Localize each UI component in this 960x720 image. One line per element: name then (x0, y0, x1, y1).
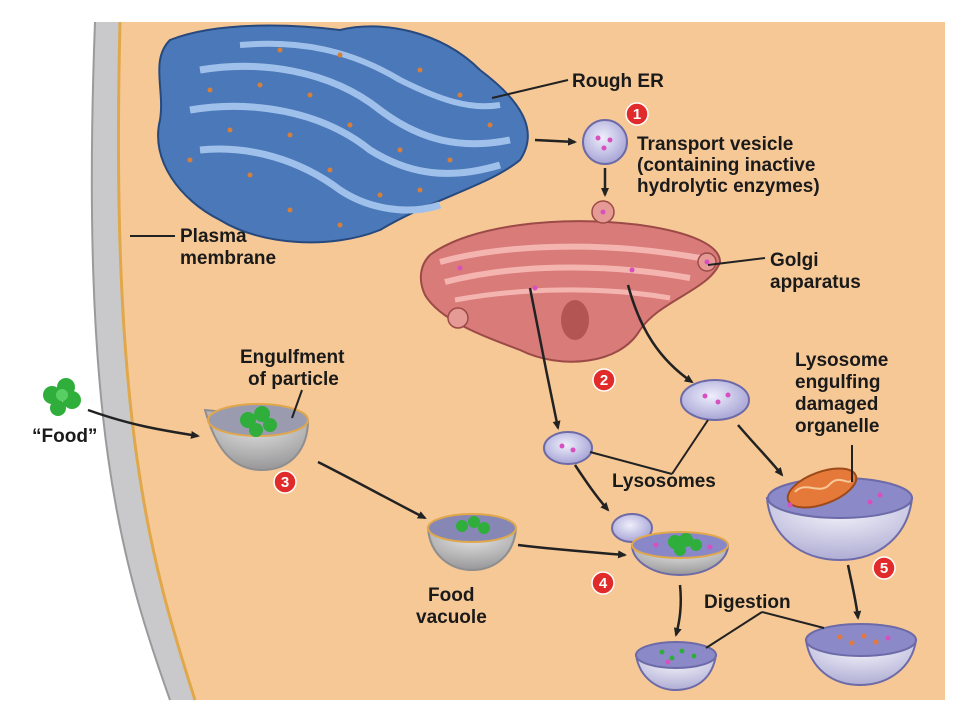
lysosomes-pointer-right (671, 419, 709, 475)
label-lysosomes: Lysosomes (612, 471, 716, 492)
fusing-lysosome-food-vacuole (611, 513, 730, 576)
label-golgi-1: Golgi (770, 250, 819, 271)
step-number-4: 4 (599, 575, 608, 592)
arrow-er-to-vesicle (534, 137, 577, 146)
arrow-fusion-to-digestion (673, 584, 683, 637)
golgi-apparatus (419, 200, 722, 363)
rough-er (157, 24, 529, 244)
food-particle (43, 378, 81, 416)
step-number-3: 3 (281, 474, 289, 491)
step-number-5: 5 (880, 560, 888, 577)
step-badge-2: 2 (592, 368, 616, 392)
label-food-vacuole-2: vacuole (416, 607, 487, 628)
label-lysosome-engulfing-2: engulfing (795, 372, 880, 393)
label-lysosome-engulfing-4: organelle (795, 416, 879, 437)
arrow-organelle-to-digestion (846, 564, 862, 620)
lysosomes-pointer-left (589, 451, 673, 475)
arrow-engulfment-to-vacuole (317, 460, 427, 520)
label-food-vacuole-1: Food (428, 585, 474, 606)
engulfment-pocket (203, 403, 310, 472)
arrow-lysosome-to-fusion (573, 464, 610, 512)
digestion-result-left (634, 641, 718, 692)
transport-vesicle (582, 119, 628, 165)
label-food: “Food” (32, 426, 97, 447)
digestion-result-right (804, 623, 918, 687)
label-plasma-membrane-2: membrane (180, 248, 276, 269)
label-golgi-2: apparatus (770, 272, 861, 293)
digestion-pointer-right (761, 611, 825, 629)
outer-gray-edge (90, 21, 171, 701)
plasma-membrane-line (116, 21, 197, 701)
rough-er-pointer (491, 79, 569, 99)
arrow-lysosome-to-organelle (737, 424, 784, 477)
step-badge-4: 4 (591, 571, 615, 595)
label-rough-er: Rough ER (572, 71, 664, 92)
label-transport-vesicle-2: (containing inactive (637, 155, 815, 176)
arrow-golgi-to-lysosome-left (528, 287, 561, 430)
label-plasma-membrane-1: Plasma (180, 226, 247, 247)
arrow-vacuole-to-fusion (517, 543, 627, 559)
golgi-pointer (707, 257, 766, 266)
step-badge-3: 3 (273, 470, 297, 494)
label-engulfment-2: of particle (248, 369, 339, 390)
label-lysosome-engulfing-3: damaged (795, 394, 878, 415)
label-digestion: Digestion (704, 592, 791, 613)
food-vacuole (426, 513, 518, 572)
label-transport-vesicle-1: Transport vesicle (637, 134, 793, 155)
step-number-1: 1 (633, 106, 641, 123)
step-badge-1: 1 (625, 102, 649, 126)
arrow-golgi-to-lysosome-right (626, 284, 694, 384)
lysosome-left (543, 431, 593, 465)
label-transport-vesicle-3: hydrolytic enzymes) (637, 176, 820, 197)
label-engulfment-1: Engulfment (240, 347, 345, 368)
step-number-2: 2 (600, 372, 608, 389)
digestion-pointer-left (705, 611, 763, 649)
arrow-food-to-cell (87, 408, 200, 439)
engulfment-pointer (291, 389, 303, 419)
label-lysosome-engulfing-1: Lysosome (795, 350, 888, 371)
step-badge-5: 5 (872, 556, 896, 580)
lysosome-engulfing-organelle (765, 467, 914, 562)
lysosome-right (680, 379, 750, 421)
